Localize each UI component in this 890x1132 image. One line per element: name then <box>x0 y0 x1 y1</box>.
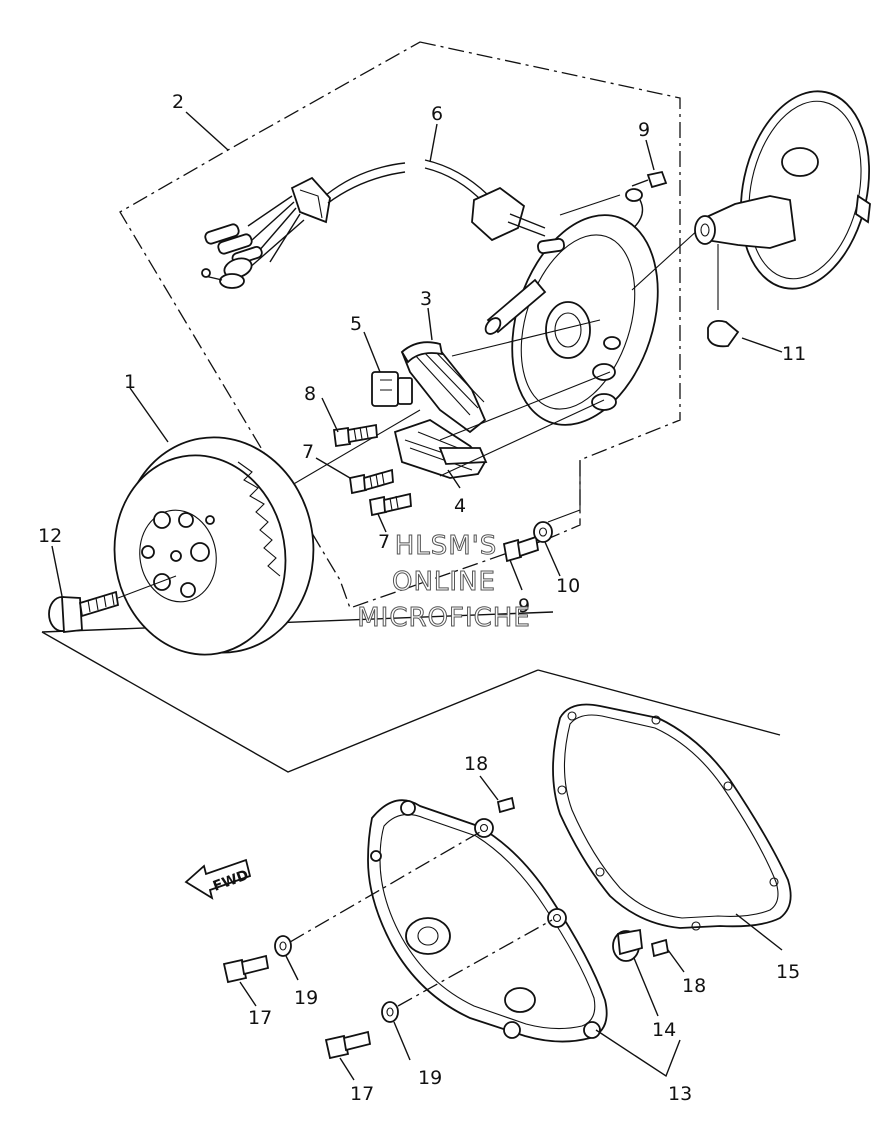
callout-label: 11 <box>782 343 806 365</box>
cover-bolt-axis-lines <box>289 831 553 1007</box>
flywheel-1 <box>113 436 315 656</box>
washer-19-upper <box>274 935 292 957</box>
callout-label: 19 <box>418 1067 442 1089</box>
callout-label: 6 <box>431 103 443 125</box>
callout-label: 17 <box>248 1007 272 1029</box>
screw-9 <box>631 170 668 189</box>
callout-label: 3 <box>420 288 432 310</box>
dowel-pin-17-lower <box>650 938 670 958</box>
callout-label: 18 <box>464 753 488 775</box>
site-watermark: HLSM'S ONLINE MICROFICHE <box>357 531 531 634</box>
callout-label: 19 <box>294 987 318 1009</box>
watermark-line-2: ONLINE <box>392 567 496 597</box>
callout-label: 13 <box>668 1083 692 1105</box>
callout-label: 4 <box>454 495 466 517</box>
section-frame-lines <box>41 611 781 773</box>
callout-label: 2 <box>172 91 184 113</box>
callout-label: 5 <box>350 313 362 335</box>
gasket-16 <box>552 703 792 931</box>
screw-10-axis <box>547 460 581 523</box>
flywheel-bolt-13 <box>48 590 120 633</box>
callout-label: 12 <box>38 525 62 547</box>
callout-label: 8 <box>304 383 316 405</box>
callout-label: 7 <box>302 441 314 463</box>
pulser-coil-5 <box>371 371 413 407</box>
watermark-line-3: MICROFICHE <box>357 603 531 633</box>
screw-7-lower <box>368 492 412 517</box>
screw-8 <box>332 423 378 448</box>
callout-label: 10 <box>556 575 580 597</box>
watermark-line-1: HLSM'S <box>395 531 498 561</box>
callout-label: 15 <box>776 961 800 983</box>
cover-bolt-18-lower <box>324 1030 372 1060</box>
callout-label: 17 <box>350 1083 374 1105</box>
washer-19-lower <box>381 1001 399 1023</box>
forward-direction-arrow: FWD <box>184 858 252 900</box>
leader-lines <box>51 111 783 1081</box>
callout-label: 9 <box>518 595 530 617</box>
screw-10 <box>502 535 540 563</box>
screw-7-upper <box>348 468 394 495</box>
callout-label: 18 <box>682 975 706 997</box>
callout-label: 9 <box>638 119 650 141</box>
callout-label: 7 <box>378 531 390 553</box>
callout-labels: 2 6 9 3 5 1 8 7 7 4 11 12 9 10 18 18 14 … <box>38 91 806 1105</box>
callout-label: 14 <box>652 1019 676 1041</box>
crankshaft <box>694 90 871 290</box>
washer-11 <box>533 521 553 543</box>
stator-base-plate <box>484 214 659 426</box>
cover-bolt-18-upper <box>222 954 270 984</box>
dowel-pin-17-upper <box>496 796 516 814</box>
leader-9-axis <box>559 194 621 216</box>
callout-label: 1 <box>124 371 136 393</box>
wire-harness <box>201 159 546 289</box>
charging-coil-3 <box>400 341 487 434</box>
woodruff-key-12 <box>707 319 740 348</box>
flywheel-bolt-axis <box>117 575 177 599</box>
coil-axis-lines <box>279 319 611 493</box>
crank-axis-line <box>631 227 701 291</box>
flywheel-cover-14 <box>367 799 608 1043</box>
collar-15 <box>612 928 643 962</box>
